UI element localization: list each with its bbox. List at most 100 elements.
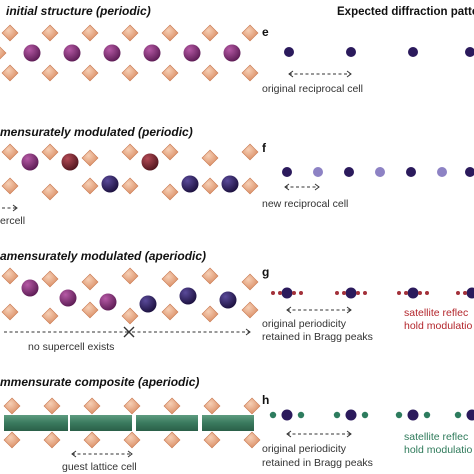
satellite-note-g-line2: hold modulatio xyxy=(404,320,472,332)
panel-f-label: f xyxy=(262,141,267,155)
cation-diamond xyxy=(1,64,19,82)
satellite-peak xyxy=(356,291,360,295)
cation-diamond xyxy=(241,143,259,161)
bragg-peak xyxy=(346,47,356,57)
anion-sphere xyxy=(99,293,117,311)
cation-diamond xyxy=(201,305,219,323)
reciprocal-cell-note-e: original reciprocal cell xyxy=(262,83,363,95)
anion-sphere xyxy=(221,175,239,193)
anion-sphere xyxy=(179,287,197,305)
cation-diamond xyxy=(241,177,259,195)
cation-diamond xyxy=(243,397,261,415)
periodicity-arrow-h xyxy=(286,430,352,438)
cation-diamond xyxy=(81,149,99,167)
cation-diamond xyxy=(83,431,101,449)
supercell-note: ercell xyxy=(0,215,25,227)
satellite-peak xyxy=(425,291,429,295)
cation-diamond xyxy=(81,273,99,291)
anion-sphere xyxy=(141,153,159,171)
cation-diamond xyxy=(123,397,141,415)
anion-sphere xyxy=(59,289,77,307)
superstructure-peak xyxy=(313,167,323,177)
diffraction-column-title: Expected diffraction patte xyxy=(337,6,474,18)
cation-diamond xyxy=(0,46,7,60)
cation-diamond xyxy=(203,431,221,449)
panel-d-heading: mmensurate composite (aperiodic) xyxy=(0,375,199,389)
anion-sphere xyxy=(101,175,119,193)
cation-diamond xyxy=(41,270,59,288)
structure-commensurate xyxy=(1,143,259,201)
anion-sphere xyxy=(223,44,241,62)
bragg-peak xyxy=(408,47,418,57)
cation-diamond xyxy=(203,397,221,415)
bragg-peak xyxy=(281,287,293,299)
bragg-peak xyxy=(344,167,354,177)
satellite-peak xyxy=(271,291,275,295)
superstructure-peak xyxy=(375,167,385,177)
bragg-peak xyxy=(407,287,419,299)
satellite-peak xyxy=(342,291,346,295)
cation-diamond xyxy=(163,397,181,415)
panel-h-label: h xyxy=(262,393,269,407)
cation-diamond xyxy=(241,24,259,42)
periodicity-note-h-line2: retained in Bragg peaks xyxy=(262,457,373,469)
satellite-peak xyxy=(397,291,401,295)
guest-cell-note: guest lattice cell xyxy=(62,461,137,473)
satellite-peak xyxy=(395,411,403,419)
satellite-peak xyxy=(454,411,462,419)
satellite-peak xyxy=(404,291,408,295)
periodicity-note-h-line1: original periodicity xyxy=(262,443,347,455)
bragg-peak xyxy=(284,47,294,57)
cation-diamond xyxy=(161,270,179,288)
cation-diamond xyxy=(1,177,19,195)
reciprocal-cell-note-f: new reciprocal cell xyxy=(262,198,348,210)
cation-diamond xyxy=(161,183,179,201)
cation-diamond xyxy=(81,24,99,42)
panel-a-heading: initial structure (periodic) xyxy=(6,4,151,18)
cation-diamond xyxy=(41,64,59,82)
superstructure-peak xyxy=(437,167,447,177)
bragg-peak xyxy=(345,409,357,421)
reciprocal-cell-arrow-e xyxy=(288,70,352,78)
anion-sphere xyxy=(21,153,39,171)
cation-diamond xyxy=(1,143,19,161)
diffraction-pattern-g xyxy=(271,287,474,299)
satellite-peak xyxy=(423,411,431,419)
guest-lattice-bar xyxy=(136,415,198,431)
bragg-peak xyxy=(465,47,474,57)
satellite-peak xyxy=(269,411,277,419)
supercell-arrow xyxy=(2,204,18,212)
no-supercell-arrow xyxy=(4,326,251,338)
satellite-peak xyxy=(299,291,303,295)
cation-diamond xyxy=(83,397,101,415)
satellite-peak xyxy=(297,411,305,419)
cation-diamond xyxy=(41,143,59,161)
cation-diamond xyxy=(201,177,219,195)
cation-diamond xyxy=(1,24,19,42)
diffraction-pattern-h xyxy=(269,409,474,421)
cation-diamond xyxy=(121,177,139,195)
structure-incommensurate xyxy=(1,267,259,325)
cation-diamond xyxy=(243,431,261,449)
cation-diamond xyxy=(81,301,99,319)
guest-lattice-bar xyxy=(4,415,68,431)
bragg-peak xyxy=(406,167,416,177)
bragg-peak xyxy=(407,409,419,421)
satellite-peak xyxy=(361,411,369,419)
structure-initial xyxy=(0,24,259,82)
cation-diamond xyxy=(241,301,259,319)
satellite-peak xyxy=(456,291,460,295)
cation-diamond xyxy=(1,303,19,321)
bragg-peak xyxy=(466,287,474,299)
cation-diamond xyxy=(43,397,61,415)
cation-diamond xyxy=(121,143,139,161)
cation-diamond xyxy=(41,24,59,42)
no-supercell-note: no supercell exists xyxy=(28,341,114,353)
cation-diamond xyxy=(121,267,139,285)
cation-diamond xyxy=(201,24,219,42)
cation-diamond xyxy=(41,183,59,201)
periodicity-note-g-line1: original periodicity xyxy=(262,318,347,330)
anion-sphere xyxy=(139,295,157,313)
anion-sphere xyxy=(183,44,201,62)
